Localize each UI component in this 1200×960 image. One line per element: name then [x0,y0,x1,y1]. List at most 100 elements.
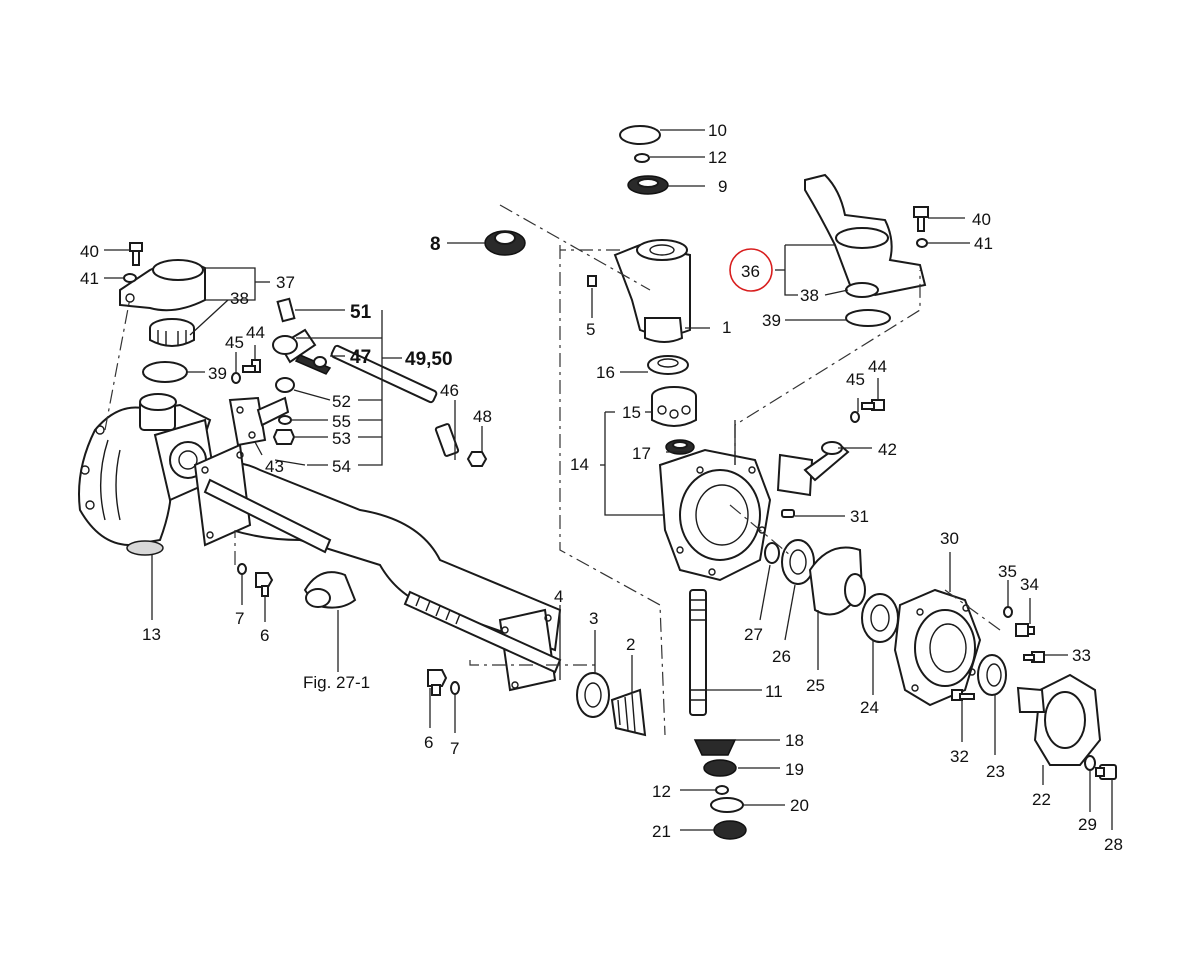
washer-29 [1084,755,1096,771]
bearing-9 [627,175,669,195]
highlight-circle [729,248,773,292]
snap-ring-27 [764,542,780,564]
callout-5: 5 [586,320,595,339]
wheel-flange-22 [1016,673,1102,766]
bearing-3 [576,672,610,718]
bearing-21 [713,820,747,840]
callout-45-left: 45 [225,333,244,352]
callout-38-right: 38 [800,286,819,305]
steering-arm-42 [776,441,850,497]
right-bolt-40 [913,206,929,232]
snap-ring-10 [619,125,661,145]
callout-49-50: 49,50 [405,349,453,370]
callout-53: 53 [332,429,351,448]
callout-12-top: 12 [708,148,727,167]
pin-5 [587,275,597,287]
left-knuckle-arm [119,259,206,312]
left-knuckle-housing [78,393,217,556]
right-o-ring [845,309,891,327]
bearing-26 [781,539,815,585]
callout-40-right: 40 [972,210,991,229]
bolt-44-right [861,399,885,411]
bevel-gear-18 [693,739,737,756]
bearing-19 [703,759,737,777]
callout-24: 24 [860,698,879,717]
callout-43: 43 [265,457,284,476]
right-washer-41 [916,238,928,248]
callout-11: 11 [765,682,783,701]
callout-14: 14 [570,455,589,474]
hub-case-30 [893,588,982,707]
washer-7-lower [450,681,460,695]
callout-4: 4 [554,587,563,606]
callout-29: 29 [1078,815,1097,834]
callout-18: 18 [785,731,804,750]
boss-fig-27-1 [303,571,357,609]
washer-45-right [850,411,860,423]
callout-20: 20 [790,796,809,815]
bevel-gear-8 [484,230,526,256]
callout-16: 16 [596,363,615,382]
callout-28: 28 [1104,835,1123,854]
bolt-33 [1023,651,1045,663]
snap-ring-20 [710,797,744,813]
tie-rod-assembly [272,297,488,467]
callout-52: 52 [332,392,351,411]
callout-37: 37 [276,273,295,292]
callout-3: 3 [589,609,598,628]
bevel-gear-2 [610,688,647,737]
seal-16 [647,355,689,375]
leader-lines [104,129,1113,831]
callout-13: 13 [142,625,161,644]
callout-19: 19 [785,760,804,779]
callout-21: 21 [652,822,671,841]
callout-labels: 10 12 9 8 5 1 16 15 14 17 31 42 45 44 11… [80,121,1123,854]
callout-33: 33 [1072,646,1091,665]
bearing-15 [651,386,697,427]
bolt-32 [951,689,975,701]
left-o-ring [142,361,188,383]
callout-39-right: 39 [762,311,781,330]
callout-26: 26 [772,647,791,666]
callout-46: 46 [440,381,459,400]
callout-44-right: 44 [868,357,887,376]
callout-7-upper: 7 [235,609,244,628]
collar-12-bottom [715,785,729,795]
bolt-34 [1015,623,1035,637]
figure-caption: Fig. 27-1 [303,673,370,692]
callout-51: 51 [350,302,372,323]
callout-1: 1 [722,318,731,337]
callout-35: 35 [998,562,1017,581]
washer-35 [1003,606,1013,618]
left-washer-41 [123,273,137,283]
callout-41-right: 41 [974,234,993,253]
knuckle-plate [228,396,290,447]
seal-17 [665,439,695,455]
drive-shaft [203,478,562,674]
bolt-6-upper [255,572,274,597]
callout-10: 10 [708,121,727,140]
callout-6-lower: 6 [424,733,433,752]
axle-housing-tube [193,443,562,692]
kingpin-knuckle-1 [613,239,691,343]
callout-27: 27 [744,625,763,644]
callout-47: 47 [350,347,371,368]
callout-2: 2 [626,635,635,654]
oil-seal-23 [977,654,1007,696]
callout-6-upper: 6 [260,626,269,645]
callout-17: 17 [632,444,651,463]
callout-54: 54 [332,457,351,476]
left-bolt-40 [129,242,143,266]
callout-45-right: 45 [846,370,865,389]
bolt-28 [1095,764,1117,780]
callout-44-left: 44 [246,323,265,342]
ring-gear-25 [808,546,866,616]
callout-42: 42 [878,440,897,459]
callout-31: 31 [850,507,869,526]
collar-12-top [634,153,650,163]
callout-55: 55 [332,412,351,431]
callout-25: 25 [806,676,825,695]
washer-45-left [231,372,241,384]
callout-34: 34 [1020,575,1039,594]
